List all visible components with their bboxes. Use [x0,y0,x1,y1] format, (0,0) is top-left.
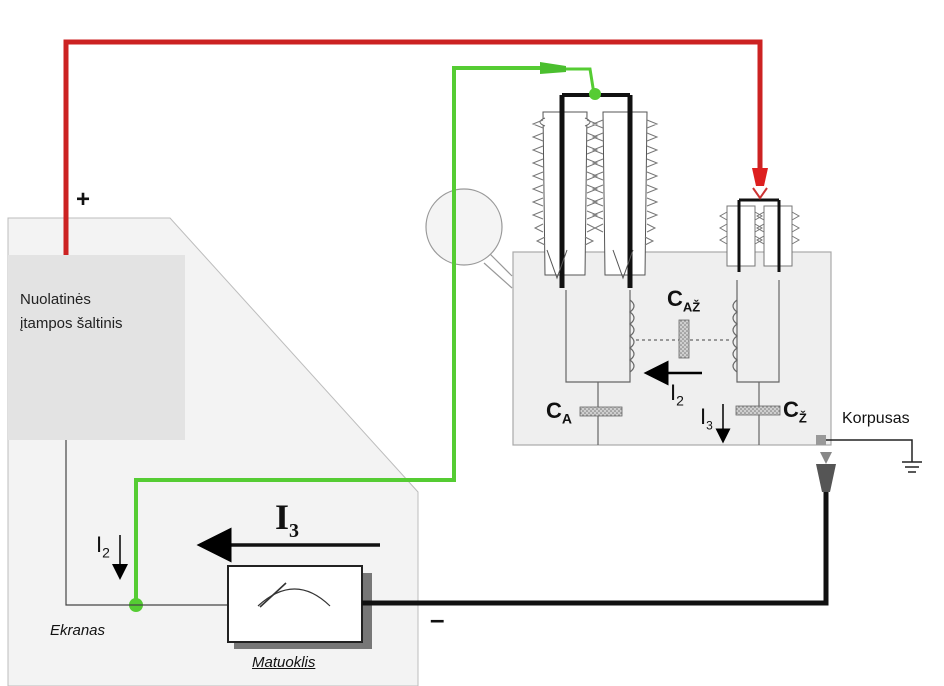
capacitor-caz [678,319,690,359]
ground-clamp [816,435,836,492]
return-wire-black [362,490,829,606]
i2-inner-label: I2 [670,380,684,409]
capacitor-ca [579,406,623,417]
meter [227,565,372,649]
source-label-line2: įtampos šaltinis [20,315,123,332]
lv-bushings [718,198,801,272]
bushing-sheds [531,119,659,280]
dc-source-label: Nuolatinės įtampos šaltinis [20,288,123,336]
matuoklis-label: Matuoklis [252,654,316,671]
minus-sign: – [430,604,445,634]
screen-clamp-green [540,62,601,100]
i2-left-label: I2 [96,532,110,561]
dc-source-box [8,255,185,440]
hv-clamp-red [752,168,768,200]
screen-wire-green [134,66,540,605]
plus-sign: + [76,186,91,213]
ekranas-label: Ekranas [50,622,106,639]
korpusas-label: Korpusas [842,410,910,427]
ground-icon [826,439,922,473]
hv-bushing-left [539,95,591,288]
screen-return-thin [65,440,228,606]
caz-label: CAŽ [667,286,701,315]
capacitor-cz [735,405,781,416]
i3-big-label: I3 [275,497,300,543]
source-label-line1: Nuolatinės [20,291,91,308]
ca-label: CA [546,398,573,427]
cz-label: CŽ [783,397,807,426]
magnifier-icon [425,188,513,289]
hv-bushing-right [602,95,648,288]
i3-inner-label: I3 [700,404,713,433]
hv-wire-red [63,39,763,255]
